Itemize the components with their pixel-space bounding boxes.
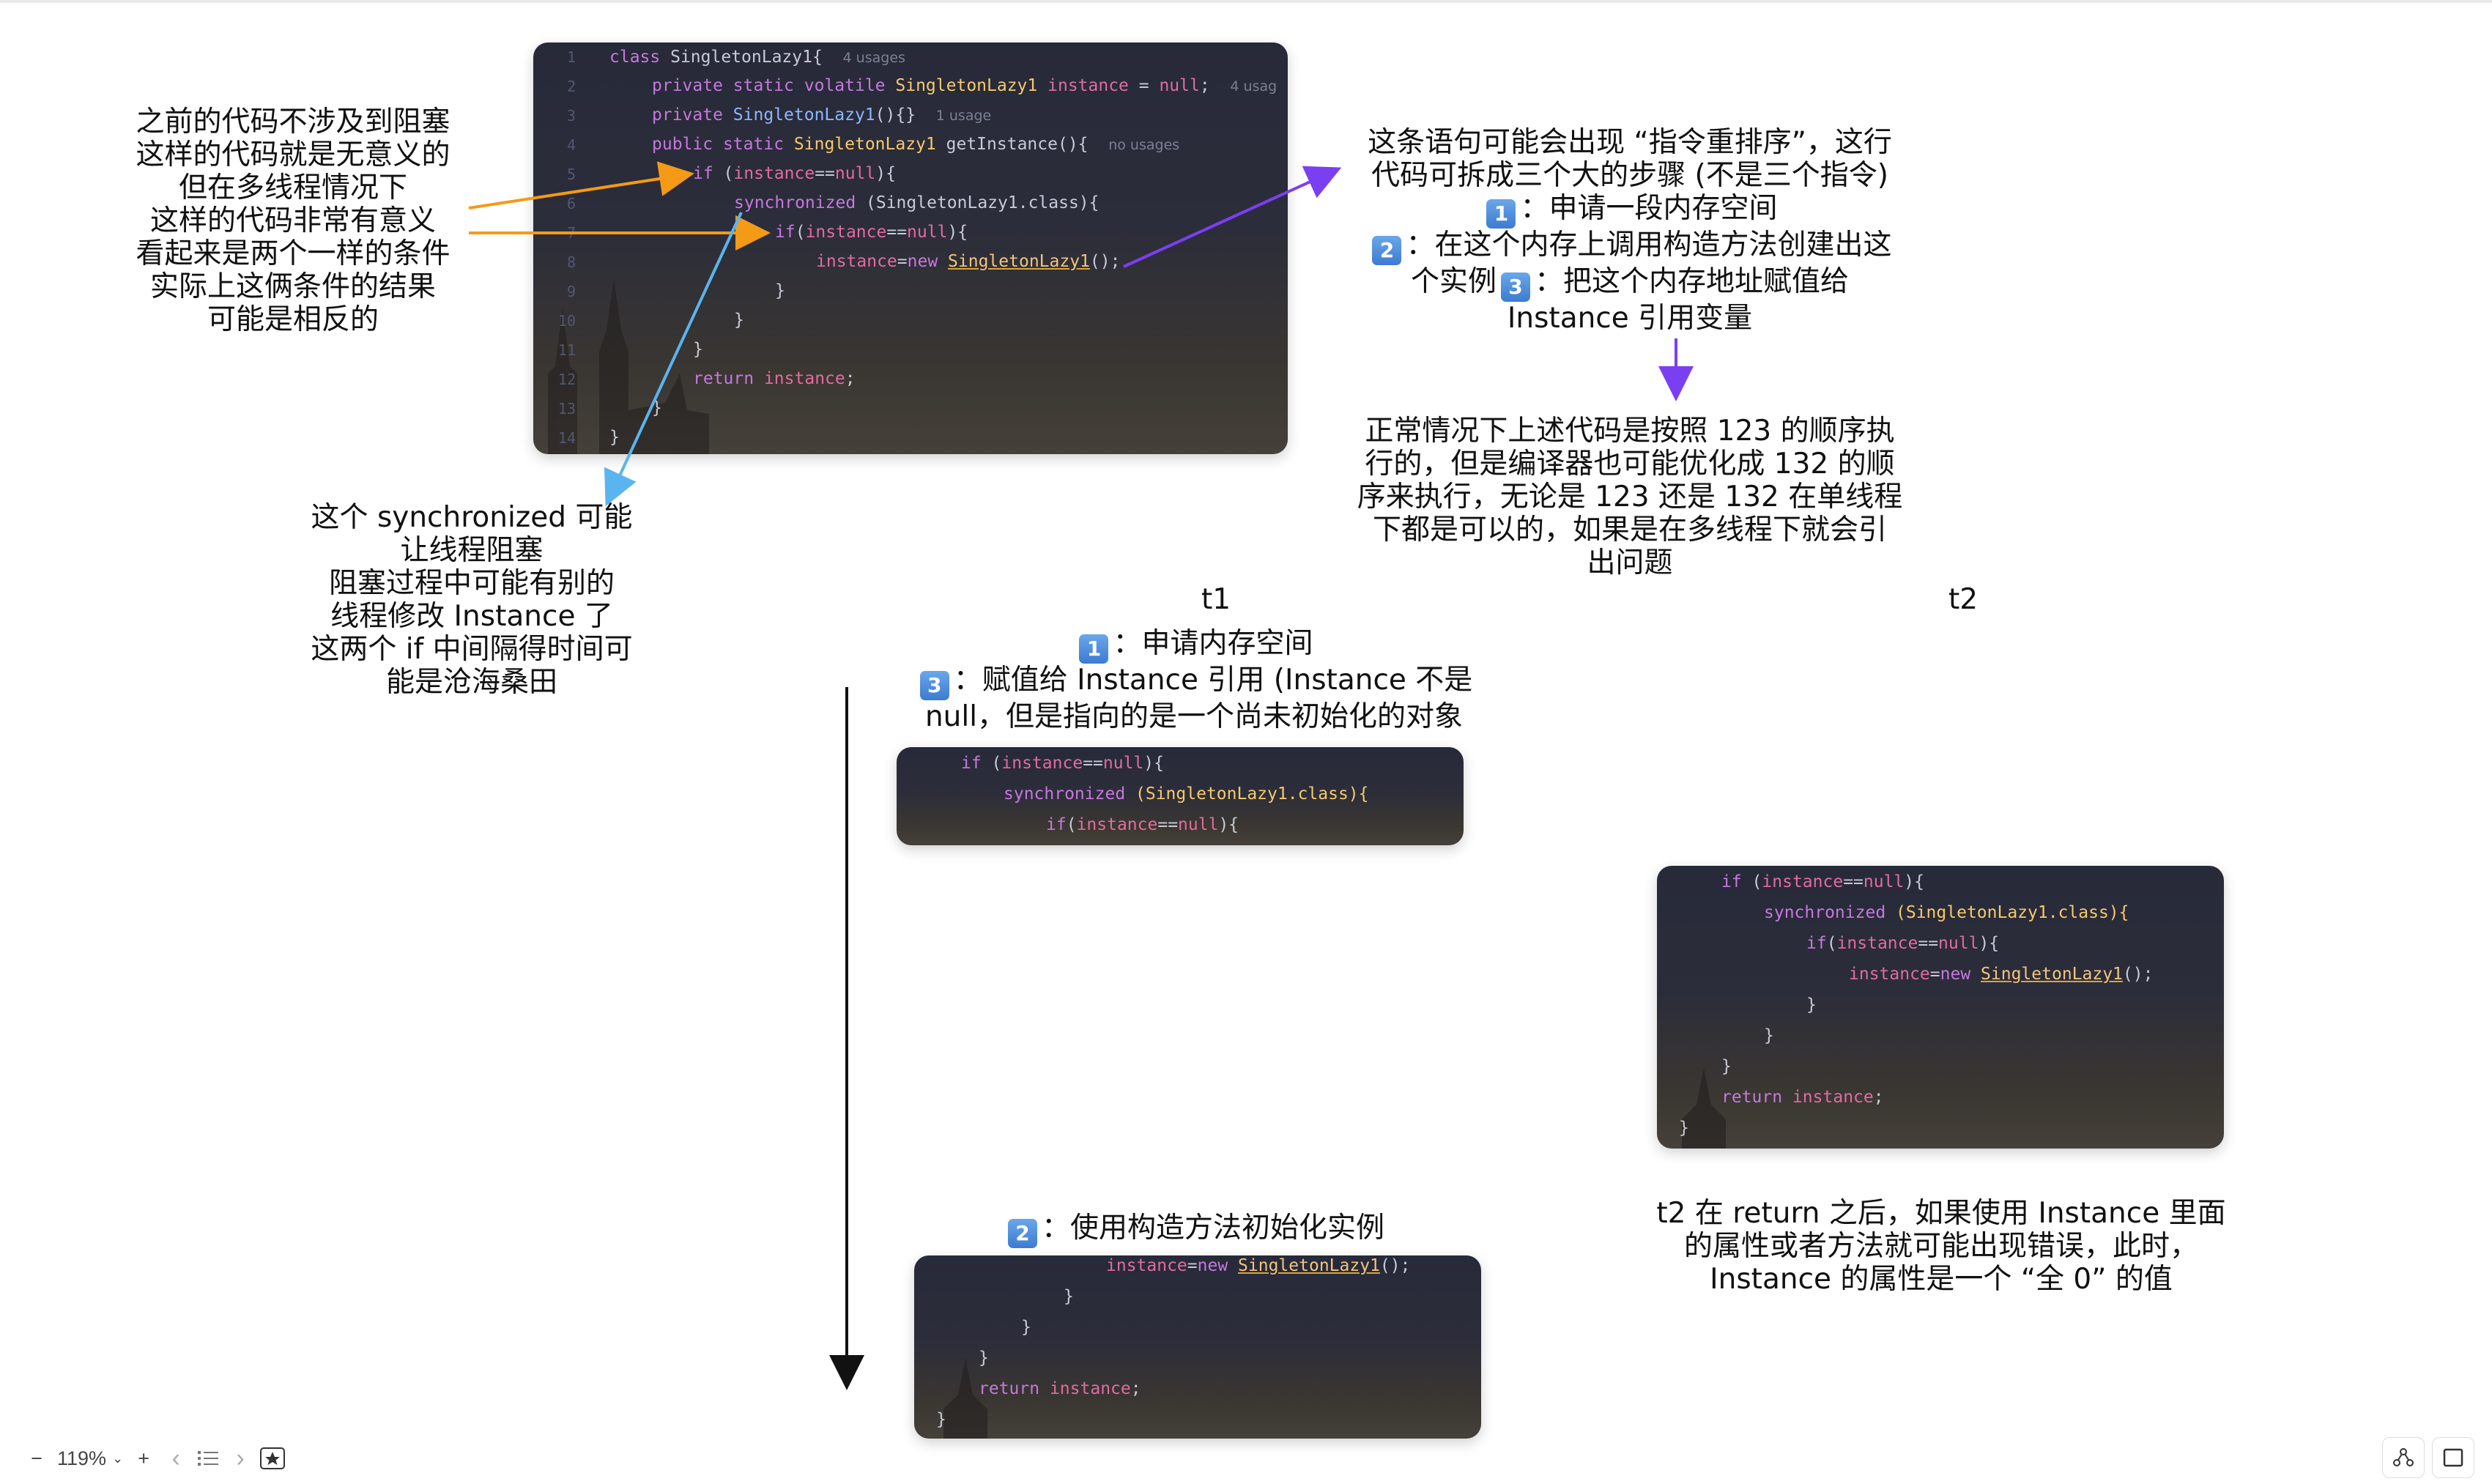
keycap-three-icon: 3 <box>919 671 949 700</box>
snippet-line-close: } <box>1021 1318 1031 1337</box>
note-normal-order: 正常情况下上述代码是按照 123 的顺序执 行的，但是编译器也可能优化成 132… <box>1357 415 1903 579</box>
note-t1-steps: 1：申请内存空间 3：赋值给 Instance 引用 (Instance 不是 … <box>864 627 1524 733</box>
snippet-line-sync: synchronized (SingletonLazy1.class){ <box>1004 784 1369 804</box>
line-number: 11 <box>557 341 576 359</box>
list-icon <box>198 1451 219 1466</box>
usages-hint: 4 usages <box>842 50 905 66</box>
zoom-in-button[interactable]: + <box>138 1447 150 1469</box>
label-t2: t2 <box>1948 583 1979 616</box>
snippet-line-close: } <box>1064 1287 1074 1306</box>
next-button[interactable]: › <box>236 1444 245 1472</box>
snippet-line-return: return instance; <box>979 1379 1141 1398</box>
keycap-two-icon: 2 <box>1007 1219 1037 1248</box>
code-line-9: } <box>775 281 785 300</box>
line-number: 9 <box>566 283 576 300</box>
no-usages-hint: no usages <box>1108 137 1180 153</box>
line-number: 6 <box>566 195 576 212</box>
snippet-line-close: } <box>936 1410 946 1429</box>
note-blocking-explanation: 之前的代码不涉及到阻塞 这样的代码就是无意义的 但在多线程情况下 这样的代码非常… <box>136 105 450 336</box>
snippet-line-close: } <box>1764 1026 1774 1045</box>
list-button[interactable] <box>192 1439 224 1478</box>
code-line-7: if(instance==null){ <box>775 223 968 242</box>
code-line-5: if (instance==null){ <box>693 164 896 183</box>
bottom-toolbar: − 119%⌄ + ‹ › <box>21 1437 289 1480</box>
right-tools <box>2382 1437 2474 1478</box>
snippet-line-if: if (instance==null){ <box>961 754 1164 773</box>
snippet-line-if2: if(instance==null){ <box>1806 934 2000 953</box>
snippet-line-sync: synchronized (SingletonLazy1.class){ <box>1764 903 2129 922</box>
code-line-2: private static volatile SingletonLazy1 i… <box>652 76 1277 95</box>
code-line-8: instance=new SingletonLazy1(); <box>816 252 1121 271</box>
note-t1-step2: 2：使用构造方法初始化实例 <box>901 1212 1487 1248</box>
panel-toggle-button[interactable] <box>2432 1437 2474 1478</box>
line-number: 7 <box>566 224 576 242</box>
code-line-11: } <box>693 340 703 359</box>
usages-hint: 4 usag <box>1230 78 1277 94</box>
zoom-level-select[interactable]: 119%⌄ <box>57 1447 124 1469</box>
keycap-one-icon: 1 <box>1486 199 1516 229</box>
chevron-down-icon: ⌄ <box>112 1450 124 1466</box>
line-number: 3 <box>566 107 576 125</box>
previous-button[interactable]: ‹ <box>171 1444 180 1472</box>
line-number: 12 <box>557 371 576 388</box>
line-number: 14 <box>557 429 576 447</box>
note-t2-after-return: t2 在 return 之后，如果使用 Instance 里面 的属性或者方法就… <box>1656 1197 2226 1296</box>
cathedral-silhouette <box>943 1358 987 1439</box>
code-line-14: } <box>609 428 620 447</box>
panel-icon <box>2443 1448 2463 1467</box>
snippet-line-close: } <box>1806 995 1817 1014</box>
snippet-line-assign: instance=new SingletonLazy1(); <box>1849 965 2154 984</box>
code-line-10: } <box>734 311 744 330</box>
line-number: 4 <box>566 136 576 154</box>
keycap-two-icon: 2 <box>1372 236 1402 265</box>
snippet-line-if2: if(instance==null){ <box>1046 815 1239 834</box>
line-number: 8 <box>566 253 576 271</box>
snippet-line-close: } <box>1721 1057 1732 1076</box>
snippet-line-return: return instance; <box>1721 1088 1884 1107</box>
line-number: 1 <box>566 48 576 66</box>
code-line-4: public static SingletonLazy1 getInstance… <box>652 135 1180 154</box>
code-line-6: synchronized (SingletonLazy1.class){ <box>734 193 1099 212</box>
line-number: 5 <box>566 166 576 183</box>
share-icon <box>2393 1448 2414 1466</box>
star-box-icon <box>260 1447 286 1469</box>
cathedral-silhouette <box>1682 1068 1726 1149</box>
t1-code-snippet-top: if (instance==null){ synchronized (Singl… <box>897 747 1464 845</box>
top-border <box>0 0 2492 3</box>
snippet-line-close: } <box>1679 1118 1689 1138</box>
code-line-3: private SingletonLazy1(){} 1 usage <box>652 105 992 125</box>
keycap-one-icon: 1 <box>1079 634 1109 664</box>
note-reordering: 这条语句可能会出现 “指令重排序”，这行 代码可拆成三个大的步骤 (不是三个指令… <box>1368 126 1892 335</box>
note-synchronized: 这个 synchronized 可能 让线程阻塞 阻塞过程中可能有别的 线程修改… <box>311 501 633 699</box>
line-number: 13 <box>557 400 576 418</box>
code-line-12: return instance; <box>693 369 856 388</box>
keycap-three-icon: 3 <box>1501 272 1530 302</box>
code-line-13: } <box>652 398 662 418</box>
share-button[interactable] <box>2382 1437 2425 1478</box>
t1-code-snippet-bottom: instance=new SingletonLazy1(); } } } ret… <box>914 1255 1481 1439</box>
code-line-1: class SingletonLazy1{ 4 usages <box>609 48 905 67</box>
line-number: 2 <box>566 78 576 95</box>
line-number: 10 <box>557 312 576 330</box>
label-t1: t1 <box>1201 583 1231 616</box>
snippet-line-assign: instance=new SingletonLazy1(); <box>1106 1256 1411 1275</box>
usage-hint: 1 usage <box>935 108 992 124</box>
snippet-line-close: } <box>979 1348 989 1368</box>
zoom-out-button[interactable]: − <box>31 1447 42 1469</box>
favorite-button[interactable] <box>256 1439 289 1478</box>
snippet-line-if: if (instance==null){ <box>1721 872 1924 891</box>
t2-code-snippet: if (instance==null){ synchronized (Singl… <box>1657 866 2224 1149</box>
